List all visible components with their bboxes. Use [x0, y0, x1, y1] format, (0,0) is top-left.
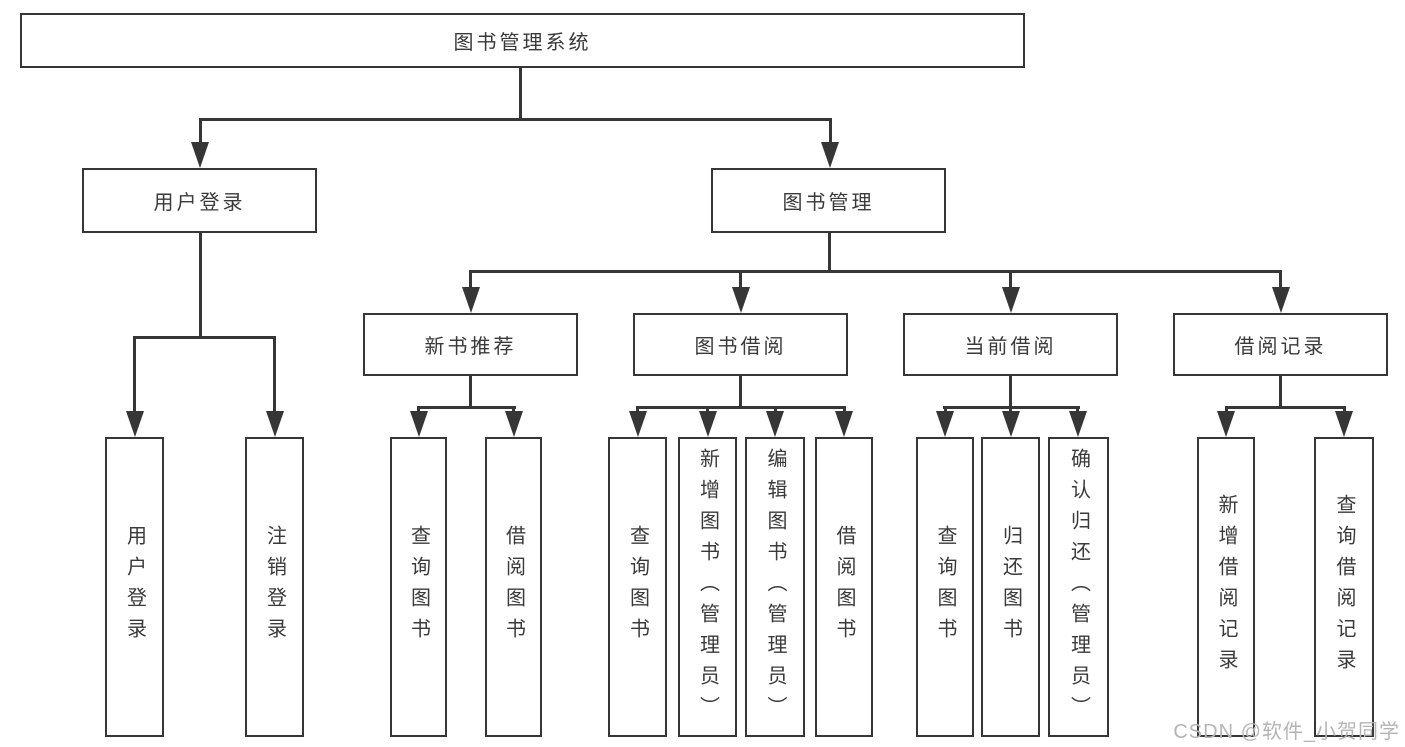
node-label: 新增图书（管理员） — [696, 447, 719, 727]
node-label: 编辑图书（管理员） — [764, 447, 786, 727]
arrow-down-icon — [1069, 411, 1087, 437]
node-return-book: 归还图书 — [981, 437, 1040, 737]
arrow-down-icon — [505, 411, 523, 437]
arrow-down-icon — [629, 411, 647, 437]
connector-line — [519, 68, 522, 120]
node-logout-leaf: 注销登录 — [245, 437, 304, 737]
node-label: 图书管理系统 — [453, 32, 592, 54]
arrow-down-icon — [936, 411, 954, 437]
node-add-borrow-record: 新增借阅记录 — [1197, 437, 1255, 737]
node-label: 借阅图书 — [502, 525, 525, 649]
arrow-down-icon — [462, 287, 480, 313]
arrow-down-icon — [766, 411, 784, 437]
node-borrow-books-borrowing: 借阅图书 — [815, 437, 873, 737]
arrow-down-icon — [191, 142, 209, 168]
connector-line — [1225, 406, 1345, 409]
connector-line — [1279, 376, 1282, 408]
arrow-down-icon — [1002, 411, 1020, 437]
node-label: 查询图书 — [626, 525, 649, 649]
node-label: 确认归还（管理员） — [1067, 447, 1090, 727]
node-query-books-recommend: 查询图书 — [390, 437, 447, 737]
node-label: 借阅图书 — [833, 525, 855, 649]
connector-line — [199, 233, 202, 339]
arrow-down-icon — [1002, 287, 1020, 313]
node-root-library-system: 图书管理系统 — [20, 13, 1025, 68]
arrow-down-icon — [410, 411, 428, 437]
connector-line — [469, 270, 472, 289]
connector-line — [1009, 270, 1012, 289]
arrow-down-icon — [1272, 287, 1290, 313]
node-user-login: 用户登录 — [82, 168, 317, 233]
node-label: 用户登录 — [153, 192, 246, 214]
connector-line — [199, 118, 832, 121]
node-new-book-recommend: 新书推荐 — [363, 313, 578, 376]
node-query-books-borrowing: 查询图书 — [608, 437, 667, 737]
node-edit-book-admin: 编辑图书（管理员） — [745, 437, 805, 737]
connector-line — [133, 336, 276, 339]
node-label: 当前借阅 — [964, 336, 1057, 358]
node-label: 借阅记录 — [1234, 336, 1327, 358]
watermark: CSDN @软件_小贺同学 — [1173, 721, 1400, 743]
connector-line — [739, 270, 742, 289]
node-label: 归还图书 — [999, 525, 1022, 649]
node-user-login-leaf: 用户登录 — [105, 437, 164, 737]
node-add-book-admin: 新增图书（管理员） — [678, 437, 737, 737]
node-label: 图书借阅 — [694, 336, 787, 358]
connector-line — [469, 270, 1282, 273]
node-borrow-records: 借阅记录 — [1173, 313, 1388, 376]
connector-line — [828, 233, 831, 272]
node-borrow-books-recommend: 借阅图书 — [485, 437, 542, 737]
connector-line — [1279, 270, 1282, 289]
node-label: 图书管理 — [782, 192, 875, 214]
node-book-management: 图书管理 — [711, 168, 946, 233]
node-label: 新增借阅记录 — [1215, 494, 1237, 680]
connector-line — [739, 376, 742, 408]
arrow-down-icon — [1335, 411, 1353, 437]
arrow-down-icon — [126, 411, 144, 437]
node-query-books-current: 查询图书 — [916, 437, 974, 737]
node-current-borrowing: 当前借阅 — [903, 313, 1118, 376]
connector-line — [199, 118, 202, 146]
arrow-down-icon — [699, 411, 717, 437]
node-label: 注销登录 — [263, 525, 286, 649]
connector-line — [469, 376, 472, 408]
connector-line — [636, 406, 846, 409]
connector-line — [133, 336, 136, 413]
connector-line — [273, 336, 276, 413]
node-query-borrow-record: 查询借阅记录 — [1314, 437, 1374, 737]
node-label: 用户登录 — [123, 525, 146, 649]
arrow-down-icon — [266, 411, 284, 437]
node-confirm-return-admin: 确认归还（管理员） — [1048, 437, 1109, 737]
node-label: 查询图书 — [934, 525, 956, 649]
arrow-down-icon — [1217, 411, 1235, 437]
arrow-down-icon — [821, 142, 839, 168]
node-label: 新书推荐 — [424, 336, 517, 358]
connector-line — [417, 406, 516, 409]
arrow-down-icon — [732, 287, 750, 313]
node-label: 查询借阅记录 — [1333, 494, 1355, 680]
node-book-borrowing: 图书借阅 — [633, 313, 848, 376]
node-label: 查询图书 — [407, 525, 430, 649]
arrow-down-icon — [835, 411, 853, 437]
connector-line — [1009, 376, 1012, 408]
connector-line — [829, 118, 832, 146]
